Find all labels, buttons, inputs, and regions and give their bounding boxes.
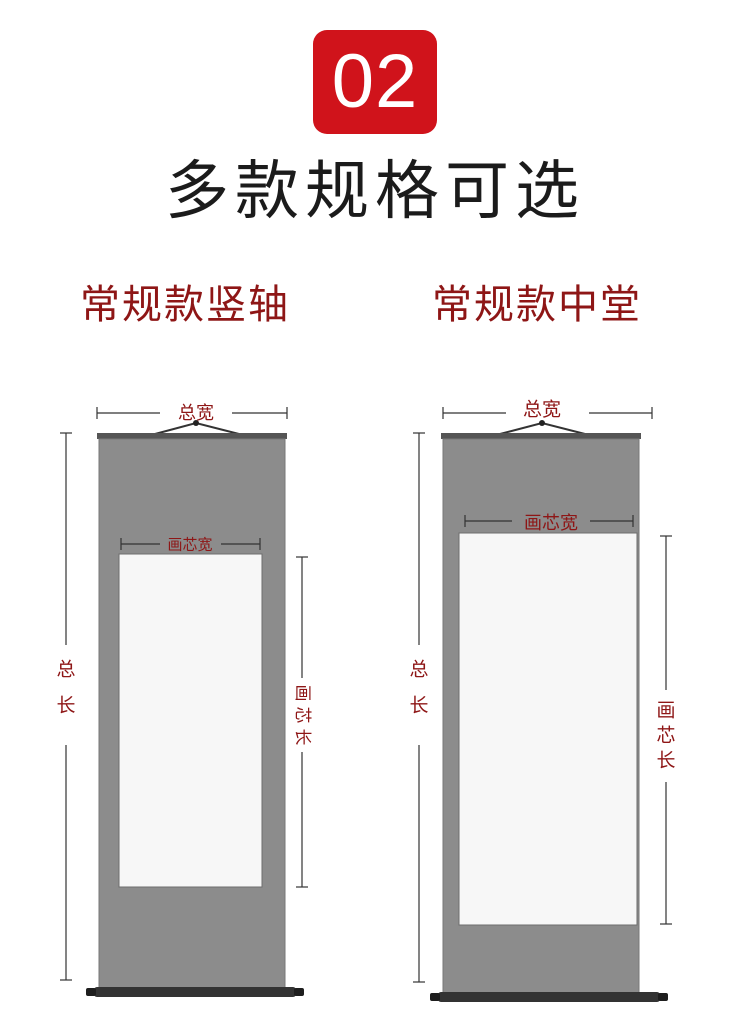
core-length-label-char-1: 画: [292, 685, 312, 702]
style-name-zhongtang-scroll: 常规款中堂: [432, 282, 642, 328]
top-rod: [97, 433, 287, 439]
rod-end-left: [86, 988, 96, 996]
painting-core: [118, 553, 263, 888]
core-length-label-char-3: 长: [656, 750, 675, 772]
bottom-rod: [94, 987, 296, 997]
section-number: 02: [331, 39, 419, 124]
zhongtang-scroll-diagram: 总宽 画芯宽 总 长 画 芯 长: [409, 399, 676, 1002]
total-length-label-char-1: 总: [409, 659, 428, 681]
core-width-label: 画芯宽: [524, 513, 578, 534]
total-width-label: 总宽: [523, 399, 561, 421]
total-length-label-char-2: 长: [56, 695, 75, 717]
style-name-vertical-scroll: 常规款竖轴: [80, 282, 290, 328]
top-rod: [441, 433, 641, 439]
core-length-label-char-2: 芯: [656, 725, 675, 747]
rod-end-left: [430, 993, 440, 1001]
core-width-label: 画芯宽: [167, 536, 212, 554]
section-number-badge: 02: [313, 30, 437, 134]
painting-core: [458, 532, 638, 926]
core-length-label-char-2: 芯: [292, 707, 312, 724]
core-length-label-char-1: 画: [656, 700, 675, 722]
rod-end-right: [294, 988, 304, 996]
hanging-hook: [539, 420, 545, 426]
total-length-label-char-2: 长: [409, 695, 428, 717]
page-title: 多款规格可选: [165, 155, 585, 229]
hanging-hook: [193, 420, 199, 426]
bottom-rod: [438, 992, 660, 1002]
core-length-label-char-3: 长: [292, 729, 312, 746]
vertical-scroll-diagram: 总宽 画芯宽 总 长 画 芯 长: [56, 403, 312, 997]
rod-end-right: [658, 993, 668, 1001]
total-width-label: 总宽: [178, 403, 214, 424]
total-length-label-char-1: 总: [56, 659, 75, 681]
